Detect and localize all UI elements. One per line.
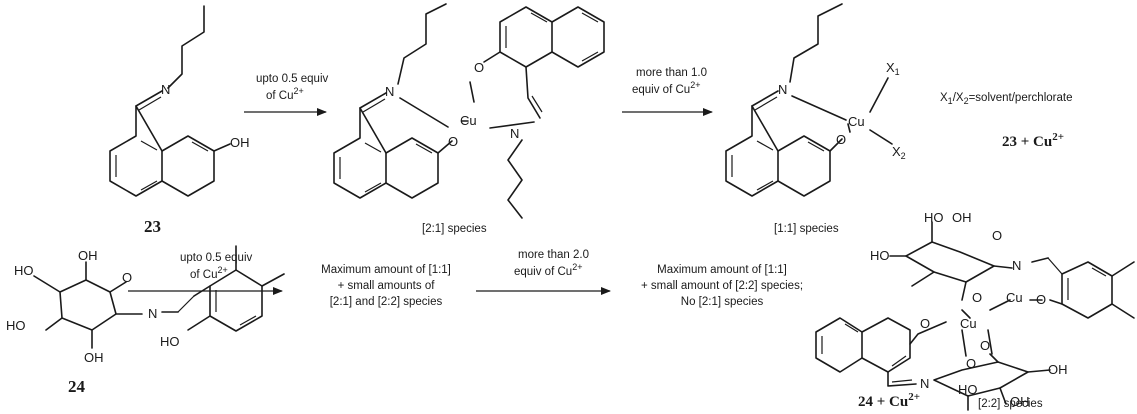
- species-2-2-structure: HO HO OH O N O Cu Cu O O O N O OH OH HO: [815, 210, 1135, 411]
- atom-x1: X1: [886, 60, 900, 77]
- compound-23-structure: N OH: [109, 5, 250, 197]
- atom-ho: HO: [160, 334, 180, 349]
- atom-o: O: [992, 228, 1002, 243]
- atom-n: N: [148, 306, 157, 321]
- species-1-1-structure: N O Cu X1 X2: [725, 3, 906, 197]
- atom-o: O: [474, 60, 484, 75]
- arrow-4-line2: equiv of Cu2+: [514, 262, 582, 278]
- atom-ho: HO: [924, 210, 944, 225]
- atom-oh: OH: [1048, 362, 1068, 377]
- mixture-24-cu-label: 24 + Cu2+: [858, 391, 920, 410]
- atom-o: O: [920, 316, 930, 331]
- atom-o: O: [1036, 292, 1046, 307]
- result-2-line3: No [2:1] species: [681, 296, 764, 308]
- atom-oh: OH: [84, 350, 104, 365]
- atom-cu: Cu: [460, 113, 477, 128]
- atom-n: N: [385, 84, 394, 99]
- atom-o: O: [448, 134, 458, 149]
- atom-o: O: [966, 356, 976, 371]
- arrow-1-line2: of Cu2+: [266, 86, 304, 102]
- atom-o: O: [972, 290, 982, 305]
- arrow-1-line1: upto 0.5 equiv: [256, 73, 329, 85]
- atom-n: N: [920, 376, 929, 391]
- result-1-line1: Maximum amount of [1:1]: [321, 264, 451, 276]
- atom-o: O: [122, 270, 132, 285]
- compound-24-label: 24: [68, 377, 86, 396]
- atom-cu: Cu: [960, 316, 977, 331]
- compound-24-structure: HO OH HO OH O N HO: [6, 245, 285, 365]
- atom-o: O: [836, 132, 846, 147]
- compound-23-label: 23: [144, 217, 161, 236]
- arrow-2-line2: equiv of Cu2+: [632, 80, 700, 96]
- species-1-1-label: [1:1] species: [774, 223, 839, 235]
- atom-n: N: [510, 126, 519, 141]
- arrow-3-line1: upto 0.5 equiv: [180, 252, 253, 264]
- atom-ho: HO: [14, 263, 34, 278]
- atom-oh: OH: [952, 210, 972, 225]
- result-1-line3: [2:1] and [2:2] species: [330, 296, 443, 308]
- atom-ho: HO: [870, 248, 890, 263]
- species-2-1-label: [2:1] species: [422, 223, 487, 235]
- atom-cu: Cu: [848, 114, 865, 129]
- arrow-3-line2: of Cu2+: [190, 265, 228, 281]
- arrow-2-line1: more than 1.0: [636, 67, 707, 79]
- atom-x2: X2: [892, 144, 906, 161]
- atom-oh: OH: [230, 135, 250, 150]
- arrow-4-line1: more than 2.0: [518, 249, 589, 261]
- result-2-line2: + small amount of [2:2] species;: [641, 280, 803, 292]
- atom-ho: HO: [6, 318, 26, 333]
- atom-n: N: [778, 82, 787, 97]
- result-2-line1: Maximum amount of [1:1]: [657, 264, 787, 276]
- atom-ho: HO: [958, 382, 978, 397]
- x-definition-note: X1/X2=solvent/perchlorate: [940, 92, 1072, 106]
- mixture-23-cu-label: 23 + Cu2+: [1002, 131, 1064, 150]
- result-1-line2: + small amounts of: [338, 280, 436, 292]
- species-2-1-structure: N O Cu O N: [333, 3, 605, 219]
- species-2-2-label: [2:2] species: [978, 398, 1043, 410]
- atom-n: N: [161, 82, 170, 97]
- atom-cu: Cu: [1006, 290, 1023, 305]
- atom-oh: OH: [78, 248, 98, 263]
- atom-oh: OH: [1010, 394, 1030, 409]
- atom-o: O: [980, 338, 990, 353]
- atom-n: N: [1012, 258, 1021, 273]
